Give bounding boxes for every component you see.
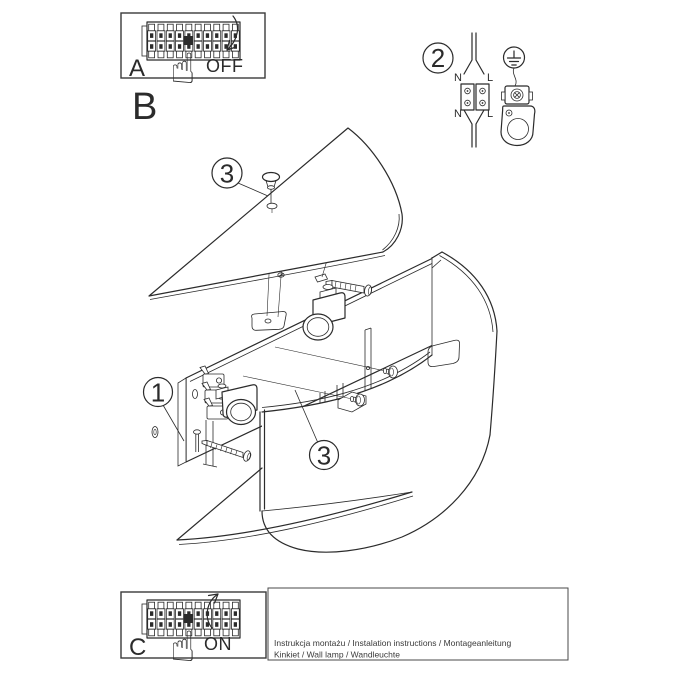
title-block: Instrukcja montażu / Instalation instruc… xyxy=(267,587,569,661)
pointing-hand-icon: ☝ xyxy=(170,623,196,670)
lamp-holder-icon xyxy=(500,67,536,147)
pointing-hand-icon: ☝ xyxy=(170,45,196,92)
step-2-circle xyxy=(422,42,454,74)
thumb-screw-1 xyxy=(382,365,398,379)
socket-center xyxy=(302,284,346,341)
thumb-screw-2 xyxy=(349,393,365,407)
label-l-top: L xyxy=(487,72,493,84)
label-l-bottom: L xyxy=(487,108,493,120)
callout-1: 1 xyxy=(142,376,185,442)
title-block-frame xyxy=(267,587,569,661)
label-n-top: N xyxy=(454,72,462,84)
callout-3-bottom: 3 xyxy=(294,389,340,471)
socket-left xyxy=(215,383,258,426)
cap-screw xyxy=(261,171,281,203)
keyhole-lower xyxy=(193,429,201,452)
title-line-2: Kinkiet / Wall lamp / Wandleuchte xyxy=(274,650,400,660)
mains-wire xyxy=(463,32,485,148)
plate-hole xyxy=(192,389,198,399)
callout-3-top-number: 3 xyxy=(220,159,234,189)
curved-shade xyxy=(259,251,498,553)
step-2-number: 2 xyxy=(431,43,445,73)
panel-c-power-on: ☝ ON C xyxy=(120,591,267,670)
panel-a-frame xyxy=(120,12,266,79)
keyhole-slot xyxy=(314,273,329,283)
screw-leader-lines xyxy=(242,346,384,399)
top-plate xyxy=(148,127,403,300)
fixing-bracket xyxy=(251,311,287,331)
wiring-step: 2 N L N L xyxy=(422,32,536,148)
panel-a-power-off: ☝ OFF A xyxy=(120,12,266,92)
callout-3-top: 3 xyxy=(211,157,269,197)
mounting-screw-bottom xyxy=(201,439,252,462)
section-label-b: B xyxy=(132,86,157,128)
callout-3-bottom-number: 3 xyxy=(317,441,331,471)
bottom-plate xyxy=(176,467,414,545)
arrow-up-icon xyxy=(206,593,219,629)
on-label: ON xyxy=(204,634,232,654)
wall-plug-washer xyxy=(151,426,159,438)
panel-c-frame xyxy=(120,591,267,659)
panel-c-letter: C xyxy=(129,634,146,661)
panel-a-letter: A xyxy=(129,55,145,82)
off-label: OFF xyxy=(206,56,244,76)
earth-ground-icon xyxy=(502,46,526,69)
label-n-bottom: N xyxy=(454,108,462,120)
title-line-1: Instrukcja montażu / Instalation instruc… xyxy=(274,638,511,648)
top-plate-hole xyxy=(266,202,278,210)
terminal-block-icon xyxy=(460,83,490,111)
exploded-view: 3 1 3 xyxy=(142,127,498,553)
arrow-down-icon xyxy=(226,15,239,51)
callout-1-number: 1 xyxy=(151,378,165,408)
